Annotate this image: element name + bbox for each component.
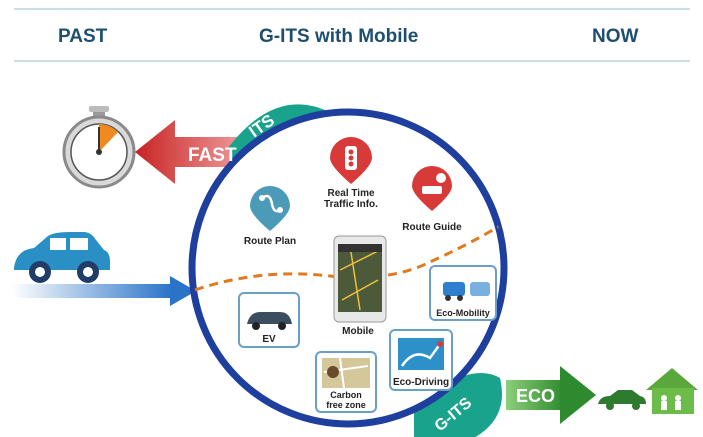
stopwatch-icon [62,106,136,189]
fast-label: FAST [188,145,237,166]
route-guide-label: Route Guide [402,222,462,233]
realtime-label-line2: Traffic Info. [324,199,378,210]
eco-driving-label: Eco-Driving [393,377,449,388]
eco-mobility-label: Eco-Mobility [436,308,490,318]
ev-label: EV [262,334,276,345]
eco-arrow [506,366,596,424]
gits-ribbon [414,372,503,437]
eco-mobility-tile [429,265,497,321]
blue-arrow [12,276,196,306]
fast-arrow [135,120,248,184]
route-plan-label: Route Plan [244,236,296,247]
header-now: NOW [592,26,639,47]
carbon-label-line1: Carbon [330,390,362,400]
eco-driving-tile [389,329,453,391]
realtime-label-line1: Real Time [327,188,374,199]
header-bottom-line [14,60,690,62]
carbon-free-zone-tile [315,351,377,413]
car-icon [14,232,110,283]
eco-label: ECO [516,386,555,406]
green-car-icon [598,390,646,410]
ev-tile [238,292,300,348]
green-house-icon [646,368,698,414]
mobile-phone-icon [333,235,387,323]
header-top-line [14,8,690,10]
header-bar: PAST G-ITS with Mobile NOW [0,8,703,66]
carbon-label-line2: free zone [326,400,366,410]
route-guide-icon [412,166,452,211]
route-plan-icon [250,186,290,231]
mobile-label: Mobile [342,326,374,337]
traffic-light-icon [330,137,372,184]
header-past: PAST [58,26,108,47]
header-title: G-ITS with Mobile [259,26,419,47]
